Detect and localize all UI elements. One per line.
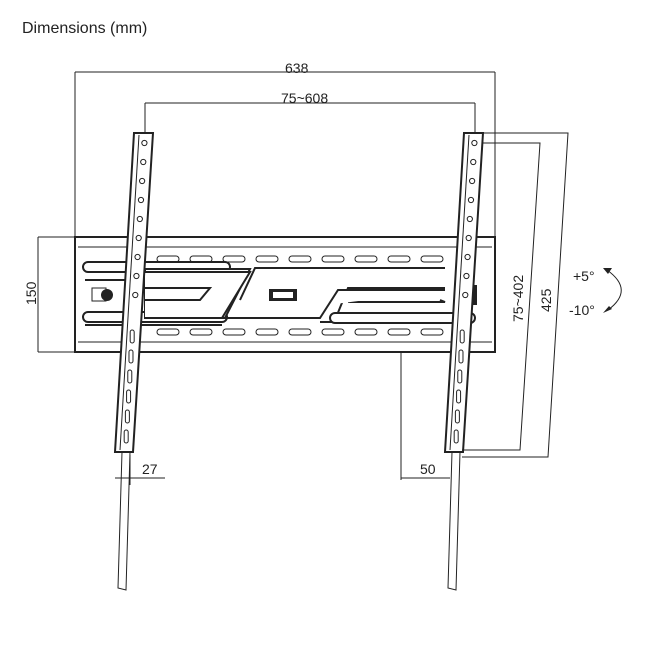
arm-hole [465, 234, 472, 242]
tilt-down-label: -10° [569, 302, 595, 318]
arm-hole [471, 139, 478, 147]
arm-hole [141, 139, 148, 147]
arm-hole [140, 158, 147, 166]
arm-hole [139, 177, 146, 185]
mounting-slot [156, 328, 180, 336]
arm-slot [129, 329, 135, 344]
dim-425: 425 [538, 288, 554, 312]
mounting-slot [321, 255, 345, 263]
mounting-slot [321, 328, 345, 336]
right-arm [443, 132, 485, 591]
mounting-slot [354, 328, 378, 336]
dim-50: 50 [420, 461, 436, 477]
arm-hole [133, 272, 140, 280]
arm-slot [124, 409, 130, 424]
arm-hole [463, 272, 470, 280]
mounting-slot [156, 255, 180, 263]
tilt-arrow-icon [606, 269, 622, 311]
dim-75-608: 75~608 [281, 90, 328, 106]
mounting-slot [420, 255, 444, 263]
arm-slot [453, 429, 459, 444]
arm-slot [458, 349, 464, 364]
mounting-slot [189, 328, 213, 336]
arm-hole [134, 253, 141, 261]
dim-638: 638 [285, 60, 309, 76]
arm-hole [470, 158, 477, 166]
mounting-slot [255, 255, 279, 263]
arm-slot [459, 329, 465, 344]
mounting-slot [387, 328, 411, 336]
wall-plate [74, 236, 496, 353]
arm-hole [132, 291, 139, 299]
arm-slot [127, 369, 133, 384]
arm-slot [123, 429, 129, 444]
left-arm [113, 132, 155, 591]
mounting-slot [288, 328, 312, 336]
mounting-slot [222, 328, 246, 336]
dim-27: 27 [142, 461, 158, 477]
diagram-title: Dimensions (mm) [22, 20, 148, 37]
mounting-slot [420, 328, 444, 336]
dimension-lines [37, 71, 622, 485]
arm-slot [128, 349, 134, 364]
mounting-slot [288, 255, 312, 263]
mounting-slot [189, 255, 213, 263]
arm-hole [469, 177, 476, 185]
arm-hole [466, 215, 473, 223]
arm-hole [137, 196, 145, 204]
arm-slot [126, 389, 132, 404]
arm-hole [136, 215, 143, 223]
arm-hole [464, 253, 471, 261]
dim-75-402: 75~402 [510, 275, 526, 322]
arm-slot [454, 409, 460, 424]
mounting-slot [387, 255, 411, 263]
mounting-slot [255, 328, 279, 336]
arm-hole [135, 234, 142, 242]
arm-hole [467, 196, 475, 204]
dim-150: 150 [23, 281, 39, 305]
mounting-slot [222, 255, 246, 263]
arm-slot [457, 369, 463, 384]
knob-icon [101, 289, 113, 301]
arm-slot [456, 389, 462, 404]
mounting-slot [354, 255, 378, 263]
tilt-up-label: +5° [573, 268, 595, 284]
arm-hole [462, 291, 469, 299]
